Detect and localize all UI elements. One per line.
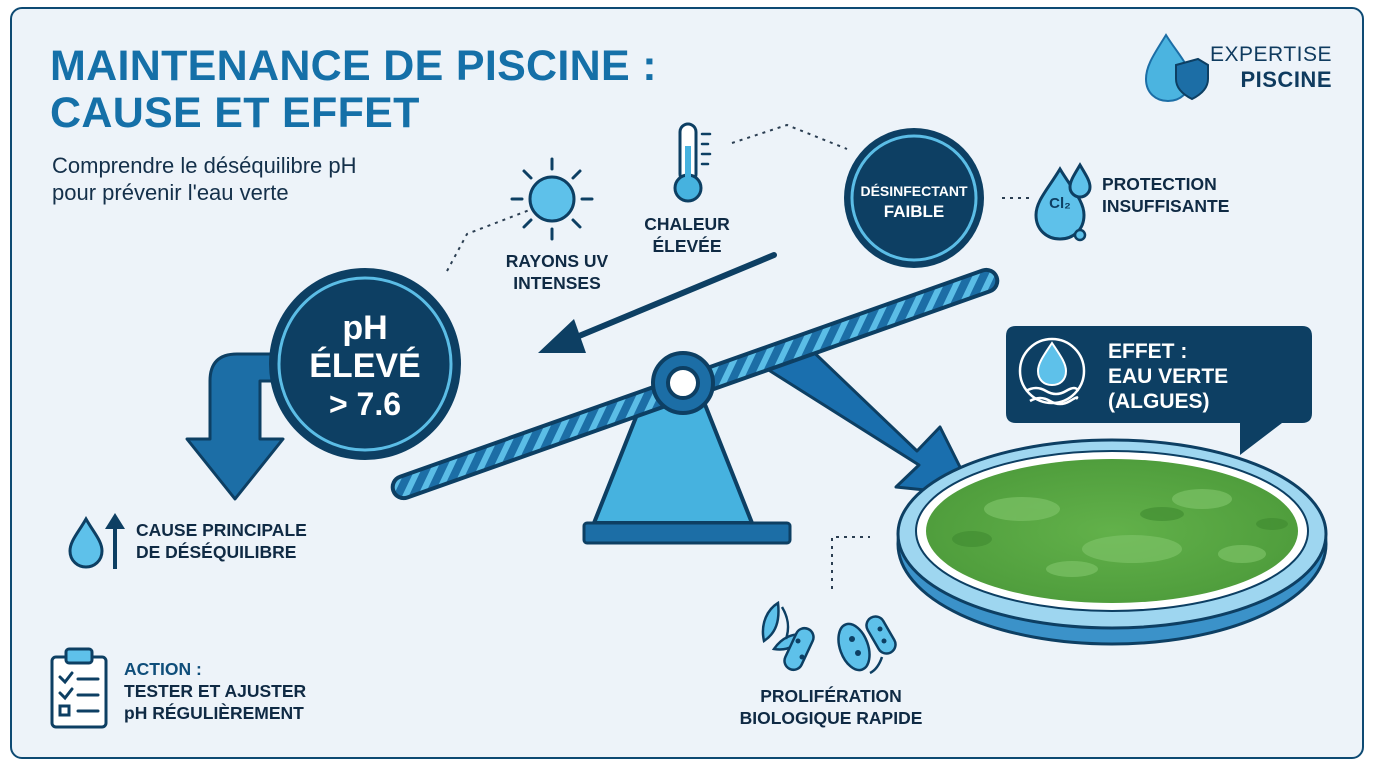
cause-label: CAUSE PRINCIPALE DE DÉSÉQUILIBRE xyxy=(136,519,307,563)
action-line-2: TESTER ET AJUSTER xyxy=(124,681,307,701)
ph-status: ÉLEVÉ xyxy=(309,347,421,385)
disinfectant-line-1: DÉSINFECTANT xyxy=(860,183,968,199)
action-label: ACTION : TESTER ET AJUSTER pH RÉGULIÈREM… xyxy=(124,658,306,724)
heat-label-line-2: ÉLEVÉE xyxy=(652,236,722,256)
heat-label: CHALEUR ÉLEVÉE xyxy=(627,213,747,257)
protection-label: PROTECTION INSUFFISANTE xyxy=(1102,173,1229,217)
cause-down-arrow xyxy=(185,352,285,501)
subtitle: Comprendre le déséquilibre pH pour préve… xyxy=(52,152,357,206)
protection-line-1: PROTECTION xyxy=(1102,174,1217,194)
effect-line-2: EAU VERTE xyxy=(1108,365,1229,388)
dotted-connectors xyxy=(446,123,1030,589)
subtitle-line-1: Comprendre le déséquilibre pH xyxy=(52,153,357,178)
chlorine-symbol: Cl₂ xyxy=(1049,195,1071,212)
uv-label: RAYONS UV INTENSES xyxy=(492,250,622,294)
chlorine-drops-icon xyxy=(1034,162,1092,242)
title-line-1: MAINTENANCE DE PISCINE : xyxy=(50,42,657,90)
uv-label-line-2: INTENSES xyxy=(513,273,601,293)
cause-line-1: CAUSE PRINCIPALE xyxy=(136,520,307,540)
effect-line-1: EFFET : xyxy=(1108,340,1188,363)
sun-icon xyxy=(510,157,594,241)
seesaw-pivot xyxy=(651,351,715,415)
heat-label-line-1: CHALEUR xyxy=(644,214,730,234)
cause-line-2: DE DÉSÉQUILIBRE xyxy=(136,542,297,562)
thermometer-icon xyxy=(673,122,712,203)
bio-line-2: BIOLOGIQUE RAPIDE xyxy=(739,708,923,728)
water-drop-waves-icon xyxy=(1018,337,1086,406)
effect-label: EFFET : EAU VERTE (ALGUES) xyxy=(1108,339,1228,414)
disinfectant-circle xyxy=(844,128,984,268)
effect-callout-bubble xyxy=(1006,326,1312,455)
ph-circle xyxy=(269,268,461,460)
ph-circle-label: pH ÉLEVÉ > 7.6 xyxy=(275,309,455,423)
action-line-1: ACTION : xyxy=(124,659,202,679)
protection-line-2: INSUFFISANTE xyxy=(1102,196,1230,216)
brand-line-1: EXPERTISE xyxy=(1210,43,1332,66)
page-title: MAINTENANCE DE PISCINE : CAUSE ET EFFET xyxy=(50,43,657,137)
effect-arrow-to-pool xyxy=(765,339,976,497)
infographic-frame: MAINTENANCE DE PISCINE : CAUSE ET EFFET … xyxy=(10,7,1364,759)
effect-line-3: (ALGUES) xyxy=(1108,390,1210,413)
uv-label-line-1: RAYONS UV xyxy=(505,251,609,271)
pool-with-algae xyxy=(896,438,1328,646)
heat-to-ph-arrow xyxy=(538,252,777,353)
bio-line-1: PROLIFÉRATION xyxy=(760,686,902,706)
bio-label: PROLIFÉRATION BIOLOGIQUE RAPIDE xyxy=(716,685,946,729)
action-line-3: pH RÉGULIÈREMENT xyxy=(124,703,304,723)
water-drop-shield-icon xyxy=(1144,33,1209,103)
bacteria-algae-icon xyxy=(761,600,897,675)
disinfectant-line-2: FAIBLE xyxy=(883,202,945,221)
title-line-2: CAUSE ET EFFET xyxy=(50,89,420,137)
subtitle-line-2: pour prévenir l'eau verte xyxy=(52,180,289,205)
ph-label: pH xyxy=(342,309,388,347)
disinfectant-label: DÉSINFECTANT FAIBLE xyxy=(844,181,984,223)
ph-threshold: > 7.6 xyxy=(328,386,402,422)
clipboard-checklist-icon xyxy=(50,647,108,729)
drop-arrow-up-icon xyxy=(68,513,125,569)
diagram-art xyxy=(50,33,1328,729)
brand-line-2: PISCINE xyxy=(1240,67,1332,92)
